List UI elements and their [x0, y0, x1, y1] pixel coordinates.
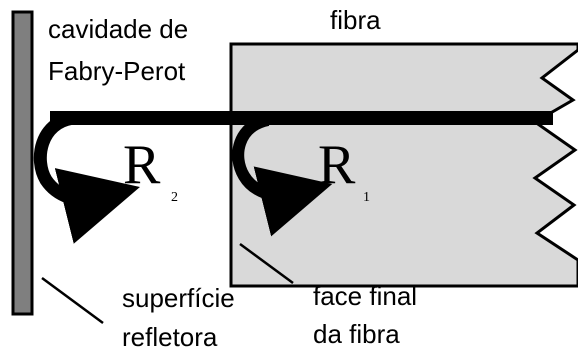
r2-label: R — [123, 134, 161, 196]
cavity-label-line2: Fabry-Perot — [48, 56, 186, 86]
reflection-arrow-r2 — [33, 111, 140, 244]
cavity-label-line1: cavidade de — [48, 14, 188, 44]
reflector-label-line1: superfície — [122, 283, 235, 313]
r1-label: R — [318, 134, 356, 196]
endface-leader-line — [239, 242, 294, 285]
endface-label-line1: face final — [313, 281, 417, 311]
reflection-arrow-r1 — [232, 114, 333, 237]
endface-label-line2: da fibra — [313, 319, 400, 349]
r2-subscript: 2 — [171, 190, 178, 205]
reflector-leader-line — [41, 276, 104, 325]
reflector-label-line2: refletora — [122, 322, 218, 352]
fiber-body — [229, 42, 578, 288]
reflecting-surface — [11, 10, 34, 316]
fiber-label: fibra — [330, 5, 381, 35]
r1-subscript: 1 — [363, 190, 370, 205]
